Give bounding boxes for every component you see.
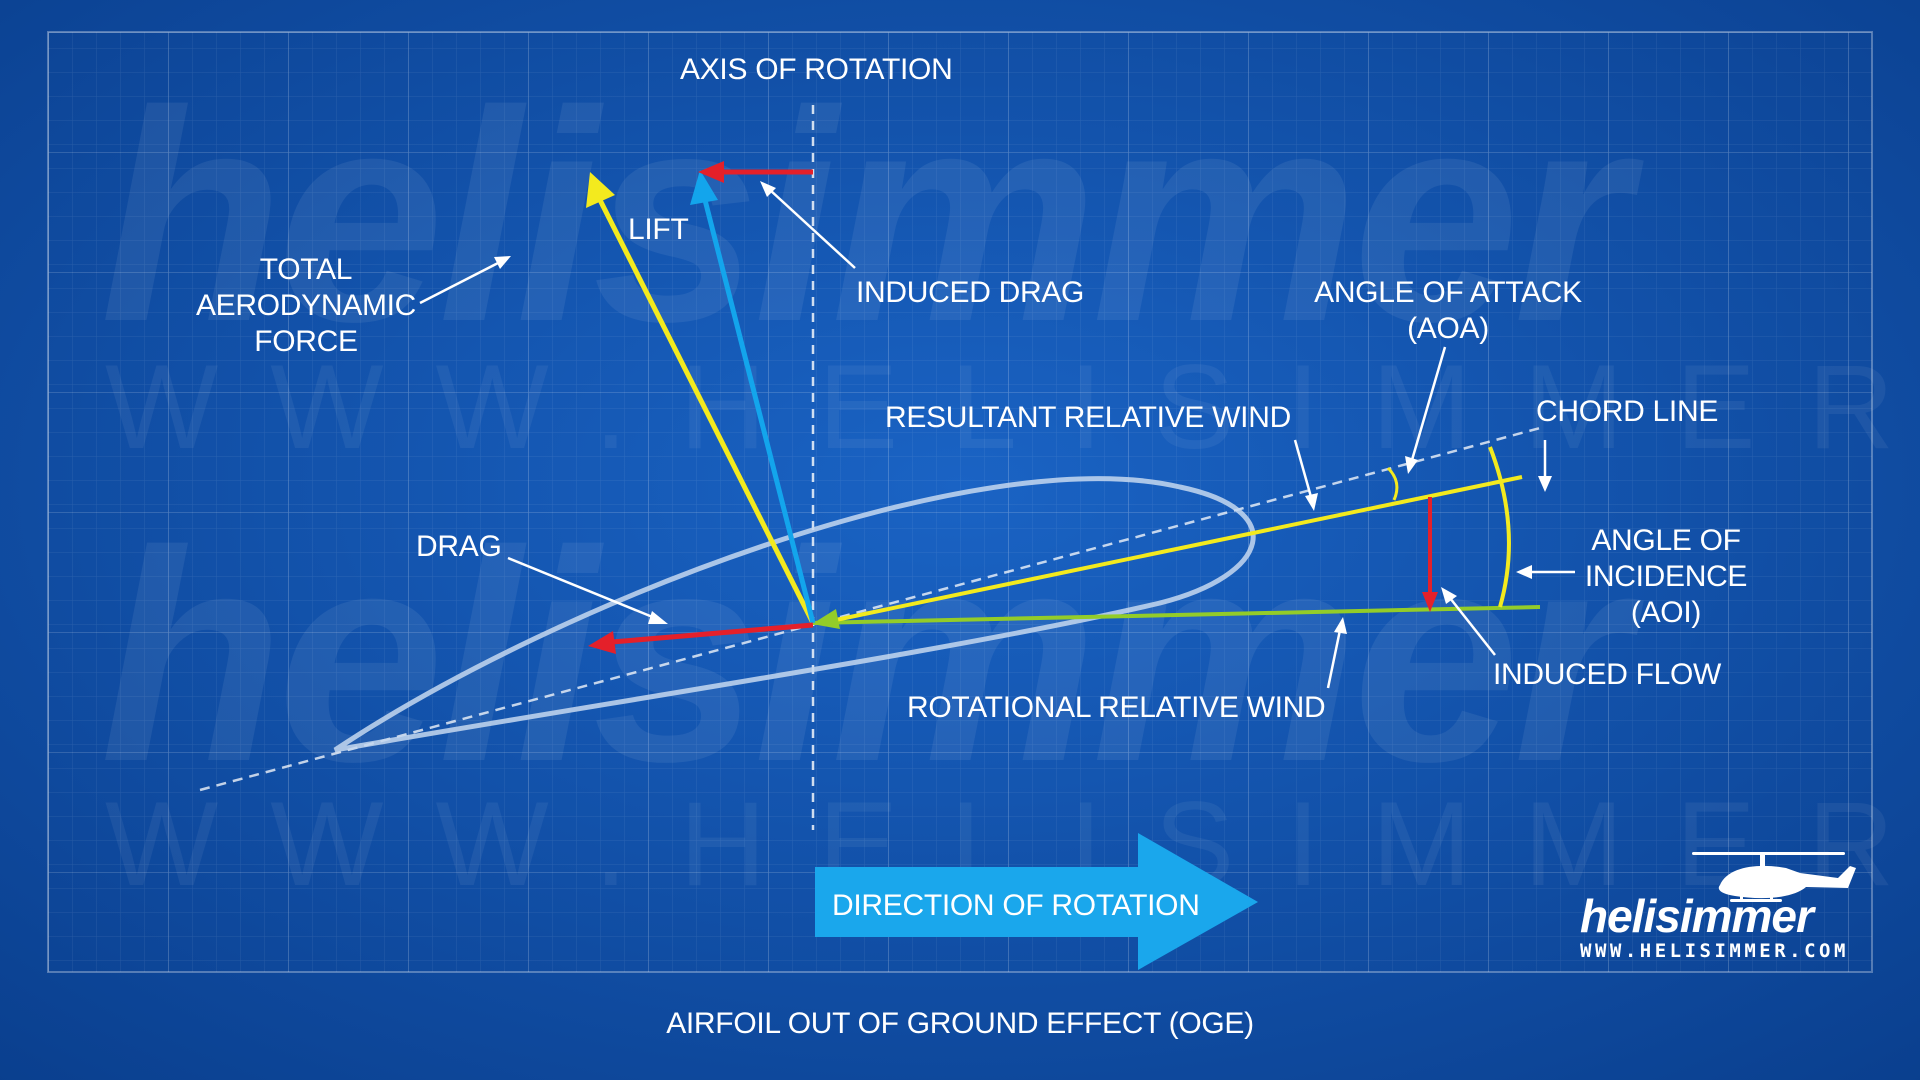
grid-major (48, 32, 1872, 972)
watermark-brand-lower: helisimmer (100, 488, 1645, 824)
induced-drag-arrowhead (698, 161, 724, 183)
rotational-relative-wind-line (812, 605, 1541, 625)
helicopter-icon (1692, 852, 1856, 902)
drag-arrow-shaft (611, 622, 814, 645)
label-angle-of-incidence-line-3: (AOI) (1631, 596, 1701, 629)
label-total-aerodynamic-force: TOTAL AERODYNAMIC FORCE (196, 253, 416, 358)
label-angle-of-attack-line-1: ANGLE OF ATTACK (1314, 276, 1582, 309)
pointer-chord-line-head (1538, 476, 1552, 492)
pointer-induced-flow-head (1441, 587, 1457, 604)
label-total-aerodynamic-force-line-1: TOTAL (260, 253, 352, 286)
label-total-aerodynamic-force-line-2: AERODYNAMIC (196, 289, 416, 322)
direction-of-rotation-arrow: DIRECTION OF ROTATION (815, 833, 1258, 970)
pointer-rotational-relative-wind-head (1334, 617, 1347, 634)
label-angle-of-incidence-line-2: INCIDENCE (1585, 560, 1747, 593)
pointer-resultant-relative-wind-head (1305, 493, 1318, 511)
label-chord-line: CHORD LINE (1536, 395, 1718, 428)
resultant-relative-wind-line (825, 475, 1523, 624)
pointer-angle-of-attack-head (1405, 456, 1418, 474)
label-angle-of-incidence: ANGLE OF INCIDENCE (AOI) (1585, 524, 1748, 629)
pointer-drag (507, 556, 656, 620)
logo-name: helisimmer (1580, 890, 1816, 942)
drag-arrowhead (588, 631, 616, 654)
direction-of-rotation-arrow-shape (815, 833, 1258, 970)
label-induced-drag: INDUCED DRAG (856, 276, 1084, 309)
total-aerodynamic-force-arrowhead (690, 170, 718, 205)
label-lift: LIFT (628, 213, 688, 246)
label-angle-of-incidence-line-1: ANGLE OF (1591, 524, 1740, 557)
resultant-relative-wind-arrowhead (812, 609, 840, 629)
chord-line (199, 426, 1541, 792)
grid-border (47, 31, 1873, 973)
label-induced-flow: INDUCED FLOW (1493, 658, 1722, 691)
pointer-drag-head (648, 611, 668, 624)
label-axis-of-rotation: AXIS OF ROTATION (680, 53, 952, 86)
logo-url: WWW.HELISIMMER.COM (1580, 940, 1849, 962)
label-direction-of-rotation: DIRECTION OF ROTATION (832, 889, 1200, 922)
airfoil-outline (333, 476, 1256, 753)
pointer-angle-of-attack (1410, 346, 1447, 461)
pointer-induced-drag-head (760, 181, 776, 197)
pointer-resultant-relative-wind (1293, 439, 1313, 498)
lift-arrow-shaft (597, 198, 816, 625)
lift-arrowhead (586, 172, 615, 208)
angle-of-incidence-arc (1488, 446, 1511, 608)
watermark-brand: helisimmer (100, 48, 1645, 384)
pointer-angle-of-incidence-head (1516, 565, 1532, 579)
total-aerodynamic-force-arrow-shaft (702, 199, 816, 624)
label-rotational-relative-wind: ROTATIONAL RELATIVE WIND (907, 691, 1325, 724)
label-angle-of-attack-line-2: (AOA) (1407, 312, 1489, 345)
label-total-aerodynamic-force-line-3: FORCE (254, 325, 358, 358)
diagram-title: AIRFOIL OUT OF GROUND EFFECT (OGE) (666, 1007, 1254, 1040)
induced-flow-arrowhead (1422, 592, 1438, 612)
pointer-rotational-relative-wind (1326, 629, 1342, 689)
helisimmer-logo: helisimmer WWW.HELISIMMER.COM (1580, 852, 1856, 962)
label-angle-of-attack: ANGLE OF ATTACK (AOA) (1314, 276, 1582, 345)
pointer-induced-drag (769, 189, 856, 269)
pointer-arrows (419, 181, 1575, 689)
label-resultant-relative-wind: RESULTANT RELATIVE WIND (885, 401, 1291, 434)
pointer-total-aerodynamic-force (419, 260, 501, 305)
watermark-url: WWW.HELISIMMER.COM (105, 340, 1920, 474)
pointer-total-aerodynamic-force-head (494, 256, 511, 269)
label-drag: DRAG (416, 530, 501, 563)
angle-of-attack-arc (1386, 466, 1399, 501)
pointer-induced-flow (1449, 597, 1496, 656)
